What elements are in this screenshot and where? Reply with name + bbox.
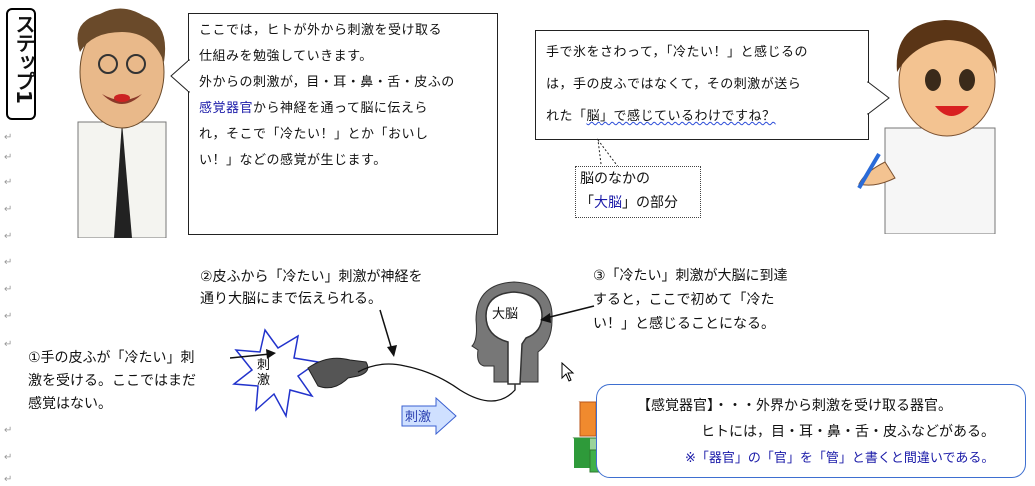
return-mark: ↵ [4, 257, 13, 268]
student-eye-left [925, 69, 941, 91]
student-eye-right [959, 69, 975, 91]
student-text-fragment: れた「 [546, 109, 587, 124]
student-illustration [857, 20, 997, 234]
student-text-fragment: 」で感じているわけですね？ [600, 109, 776, 124]
teacher-glasses-right [126, 54, 146, 74]
pen-icon [857, 152, 881, 190]
teacher-text-fragment: から神経を通って脳に伝えら [253, 101, 428, 116]
brain-callout-box: 脳のなかの 「大脳」の部分 [575, 166, 701, 218]
student-bubble-tail [867, 80, 890, 116]
student-shirt [884, 127, 996, 234]
sensory-organ-term: 感覚器官 [199, 101, 254, 116]
teacher-hair [77, 8, 166, 62]
arrow-step3 [545, 305, 595, 319]
callout-fragment: 」の部分 [622, 195, 678, 211]
step-badge-label: ステップ1 [12, 14, 36, 103]
return-mark: ↵ [4, 152, 13, 163]
definition-warning-text: ※「器官」の「官」を「管」と書くと間違いである。 [685, 451, 995, 466]
stimulus-arrow-icon [401, 396, 457, 436]
return-mark: ↵ [4, 474, 13, 485]
teacher-bubble-tail [170, 58, 190, 94]
book-top-spine [579, 401, 597, 437]
callout-pointer [597, 138, 623, 172]
step1-description: ①手の皮ふが「冷たい」刺 激を受ける。ここではまだ 感覚はない。 [28, 347, 196, 416]
nerve-line [357, 340, 516, 402]
return-mark: ↵ [4, 284, 13, 295]
step1-line: 感覚はない。 [28, 396, 112, 412]
arrow-head [266, 349, 276, 359]
definition-line: ヒトには，目・耳・鼻・舌・皮ふなどがある。 [701, 424, 995, 440]
teacher-mouth [114, 94, 130, 102]
return-mark: ↵ [4, 452, 13, 463]
teacher-text-line: れ，そこで「冷たい！」とか「おいし [199, 127, 429, 142]
step3-description: ③「冷たい」刺激が大脳に到達 すると，ここで初めて「冷た い！」と感じることにな… [593, 264, 788, 336]
return-mark: ↵ [4, 204, 13, 215]
return-mark: ↵ [4, 177, 13, 188]
step3-line: ③「冷たい」刺激が大脳に到達 [593, 268, 788, 284]
arrow-step1 [230, 353, 271, 359]
student-hair [896, 20, 997, 74]
step1-line: 激を受ける。ここではまだ [28, 373, 196, 389]
stimulus-burst-icon [232, 328, 320, 419]
return-mark: ↵ [4, 339, 13, 350]
arrow-head [540, 313, 551, 323]
definition-line: 【感覚器官】・・・外界から刺激を受け取る器官。 [637, 398, 952, 414]
nerve-pathway-diagram [230, 281, 595, 436]
callout-line: 「大脳」の部分 [580, 191, 700, 215]
cerebrum-term: 大脳 [594, 195, 622, 211]
return-mark: ↵ [4, 132, 13, 143]
step3-line: い！」と感じることになる。 [593, 316, 775, 332]
teacher-text-line: 仕組みを勉強していきます。 [199, 49, 373, 64]
teacher-text-line: 感覚器官から神経を通って脳に伝えら [199, 96, 455, 122]
sensory-organ-definition-box: 【感覚器官】・・・外界から刺激を受け取る器官。 ヒトには，目・耳・鼻・舌・皮ふな… [596, 384, 1026, 478]
return-mark: ↵ [4, 425, 13, 436]
student-hand [858, 161, 896, 186]
arrow-label: 刺激 [405, 410, 432, 425]
book-bottom-spine [574, 438, 590, 468]
stimulus-label: 刺激 [257, 358, 277, 388]
step2-line: ②皮ふから「冷たい」刺激が神経を [200, 269, 423, 285]
step3-line: すると，ここで初めて「冷た [593, 292, 775, 308]
teacher-text-line: い！」などの感覚が生じます。 [199, 153, 387, 168]
callout-fragment: 「 [580, 195, 594, 211]
callout-line: 脳のなかの [580, 171, 650, 187]
teacher-text-line: 外からの刺激が，目・耳・鼻・舌・皮ふの [199, 75, 455, 90]
student-speech-bubble: 手で氷をさわって，「冷たい！」と感じるの は，手の皮ふではなくて，その刺激が送ら… [535, 30, 869, 140]
arrow-step2 [379, 309, 393, 351]
step2-line: 通り大脳にまで伝えられる。 [200, 291, 382, 307]
stimulus-label-text: 刺激 [257, 358, 271, 388]
student-mouth [935, 106, 969, 116]
step-badge: ステップ1 [6, 8, 36, 120]
arrow-head [387, 345, 397, 357]
teacher-glasses-left [98, 54, 118, 74]
teacher-illustration [77, 8, 167, 238]
return-mark: ↵ [4, 311, 13, 322]
step2-description: ②皮ふから「冷たい」刺激が神経を 通り大脳にまで伝えられる。 [200, 266, 423, 310]
teacher-text-line: ここでは，ヒトが外から刺激を受け取る [199, 23, 443, 38]
teacher-tie [114, 122, 132, 238]
return-mark: ↵ [4, 231, 13, 242]
step1-line: ①手の皮ふが「冷たい」刺 [28, 350, 195, 366]
definition-warning: ※「器官」の「官」を「管」と書くと間違いである。 [685, 447, 994, 466]
mouse-cursor-icon [561, 362, 575, 382]
hand-icon [307, 357, 369, 389]
teacher-speech-bubble: ここでは，ヒトが外から刺激を受け取る 仕組みを勉強していきます。 外からの刺激が… [188, 13, 498, 235]
student-text-line: れた「脳」で感じているわけですね？ [546, 101, 808, 133]
brain-label: 大脳 [492, 307, 519, 322]
brain-word: 脳 [586, 109, 601, 124]
student-text-line: 手で氷をさわって，「冷たい！」と感じるの [546, 45, 808, 60]
teacher-beard [102, 94, 142, 104]
student-text-line: は，手の皮ふではなくて，その刺激が送ら [546, 77, 802, 92]
